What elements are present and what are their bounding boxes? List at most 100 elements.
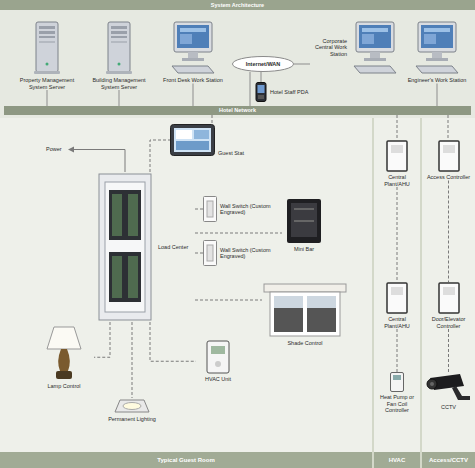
icon-part	[118, 63, 121, 66]
icon-part	[291, 203, 317, 237]
device-node: Load Center	[95, 172, 195, 322]
connector-line	[448, 329, 449, 372]
icon-part	[115, 400, 149, 412]
icon-part	[39, 41, 55, 43]
connector-line	[397, 115, 398, 140]
icon-part	[180, 28, 206, 32]
pda-icon	[255, 82, 267, 102]
device-node: Heat Pump or Fan Coil Controller	[377, 372, 417, 414]
device-caption: Corporate Central Work Station	[310, 38, 347, 58]
icon-part	[39, 36, 55, 38]
lamp-icon	[44, 325, 84, 381]
icon-part	[387, 141, 407, 171]
connector-line	[193, 84, 194, 107]
connector-line	[150, 322, 196, 361]
box-icon	[386, 282, 408, 314]
device-caption: Wall Switch (Custom Engraved)	[220, 247, 274, 260]
icon-part	[356, 22, 394, 52]
device-caption: Central Plant/AHU	[377, 174, 417, 187]
icon-part	[108, 22, 130, 72]
icon-part	[443, 145, 455, 153]
icon-part	[258, 85, 265, 93]
device-node: Door/Elevator Controller	[425, 282, 472, 329]
connector-line	[212, 115, 213, 124]
stat-icon	[390, 372, 404, 392]
icon-part	[111, 31, 127, 34]
access-ground	[422, 118, 475, 468]
light-icon	[114, 398, 150, 414]
icon-part	[112, 194, 122, 236]
device-caption: Wall Switch (Custom Engraved)	[220, 203, 274, 216]
connector-line	[397, 187, 398, 282]
device-caption: Lamp Control	[34, 383, 94, 390]
cloud-shape	[233, 57, 294, 72]
region-label: Typical Guest Room	[0, 452, 372, 468]
icon-part	[362, 28, 388, 32]
cloud-ellipse: Internet/WAN	[232, 56, 294, 72]
network-band: Hotel Network	[4, 106, 471, 115]
free-label: Power	[46, 146, 62, 153]
connector-line	[437, 84, 438, 107]
icon-part	[105, 182, 145, 312]
device-caption: Guest Stat	[218, 150, 254, 157]
icon-part	[188, 52, 198, 58]
guest-room-ground	[0, 118, 372, 468]
region-panel: HVACCentral Plant/AHUCentral Plant/AHUHe…	[374, 118, 420, 468]
server-icon	[27, 20, 67, 75]
box-icon	[386, 140, 408, 172]
device-node: Wall Switch (Custom Engraved)	[203, 196, 275, 222]
thermo-icon	[206, 340, 230, 374]
icon-part	[258, 95, 264, 99]
icon-part	[194, 130, 209, 139]
connector-line	[119, 90, 120, 106]
icon-part	[207, 201, 213, 217]
icon-part	[391, 287, 403, 295]
device-caption: Mini Bar	[282, 246, 326, 253]
icon-part	[204, 241, 217, 266]
icon-part	[391, 373, 404, 392]
device-caption: Front Desk Work Station	[158, 77, 228, 84]
device-caption: Property Management System Server	[14, 77, 80, 90]
load-icon	[95, 172, 155, 322]
icon-part	[111, 41, 127, 43]
icon-part	[294, 208, 314, 210]
icon-part	[172, 66, 214, 73]
device-node: Lamp Control	[34, 325, 94, 390]
icon-part	[99, 174, 151, 320]
icon-part	[204, 197, 217, 222]
device-node: Central Plant/AHU	[377, 140, 417, 187]
connector-line	[195, 300, 262, 301]
icon-part	[58, 349, 70, 371]
icon-part	[426, 58, 448, 61]
icon-part	[430, 382, 434, 386]
connector-line	[250, 72, 251, 106]
device-caption: Door/Elevator Controller	[425, 316, 472, 329]
icon-part	[47, 327, 81, 349]
cam-icon	[426, 372, 471, 402]
device-node: Engineer's Work Station	[404, 20, 470, 84]
device-node: Shade Control	[262, 282, 348, 347]
icon-part	[39, 31, 55, 34]
device-node: Front Desk Work Station	[158, 20, 228, 84]
icon-part	[176, 141, 209, 150]
icon-part	[112, 256, 122, 298]
device-node: Guest Stat	[170, 124, 254, 156]
device-caption: Heat Pump or Fan Coil Controller	[377, 394, 417, 414]
device-caption: Engineer's Work Station	[404, 77, 470, 84]
device-node: Property Management System Server	[14, 20, 80, 90]
power-arrowhead	[68, 147, 74, 153]
connector-line	[94, 322, 110, 357]
icon-part	[391, 145, 403, 153]
icon-part	[180, 34, 192, 44]
icon-part	[427, 379, 437, 389]
top-area	[0, 10, 475, 118]
icon-part	[274, 296, 303, 308]
icon-part	[182, 58, 204, 61]
title-bar: System Architecture	[0, 0, 475, 10]
icon-part	[307, 296, 336, 308]
region-panel: Access/CCTVAccess ControllerDoor/Elevato…	[422, 118, 475, 468]
connector-line	[294, 64, 310, 65]
icon-part	[176, 130, 192, 139]
connector-line	[448, 181, 449, 283]
ws-icon	[168, 20, 218, 75]
